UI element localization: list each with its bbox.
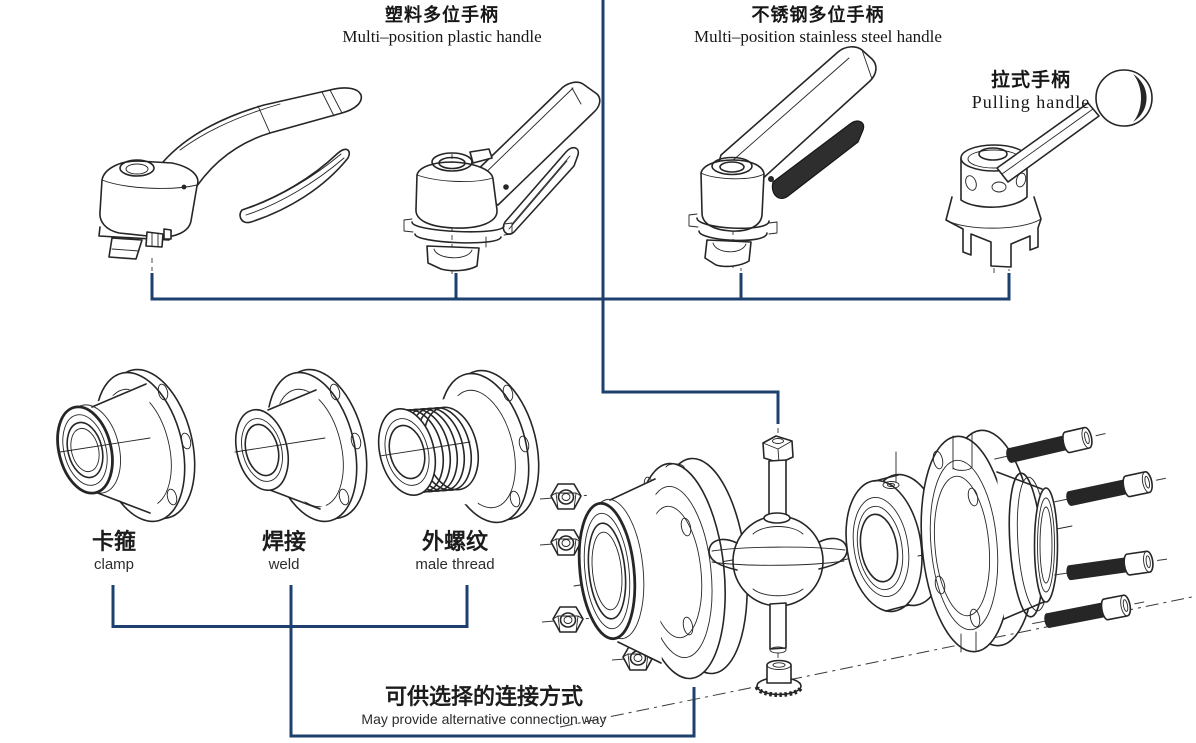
handle-centerline-drops	[151, 250, 1010, 271]
right-flange-body-drawing	[917, 429, 1073, 653]
exploded-valve-drawing	[539, 422, 1193, 728]
clamp-ferrule-drawing	[56, 368, 196, 523]
plastic-handle-small-drawing	[403, 81, 601, 274]
clamp-label-zh: 卡箍	[91, 529, 136, 554]
footer-label-en: May provide alternative connection way	[361, 711, 607, 728]
plastic-handle-label: 塑料多位手柄 Multi–position plastic handle	[282, 5, 602, 46]
pulling-handle-label-en: Pulling handle	[971, 91, 1091, 112]
male-thread-connection-label: 外螺纹 male thread	[390, 529, 520, 574]
male-thread-ferrule-drawing	[377, 369, 540, 524]
connector-lines	[111, 0, 1011, 738]
pulling-handle-label: 拉式手柄 Pulling handle	[921, 70, 1141, 113]
clamp-label-en: clamp	[93, 556, 134, 574]
clamp-connection-label: 卡箍 clamp	[49, 529, 179, 574]
weld-label-en: weld	[268, 556, 300, 574]
seat-ring-drawing	[842, 451, 949, 613]
weld-label-zh: 焊接	[261, 529, 306, 554]
stem-and-disc-drawing	[708, 428, 848, 658]
pulling-handle-label-zh: 拉式手柄	[990, 70, 1071, 91]
left-flange-body-drawing	[573, 457, 758, 680]
male-thread-label-zh: 外螺纹	[421, 529, 488, 554]
footer-label-zh: 可供选择的连接方式	[384, 684, 583, 709]
stainless-handle-label-zh: 不锈钢多位手柄	[751, 5, 885, 25]
stainless-handle-label: 不锈钢多位手柄 Multi–position stainless steel h…	[635, 5, 1001, 46]
stainless-handle-label-en: Multi–position stainless steel handle	[694, 26, 942, 46]
stainless-handle-drawing	[688, 46, 877, 268]
weld-connection-label: 焊接 weld	[219, 529, 349, 574]
assembly-axis-centerline	[559, 596, 1193, 728]
stem-lock-nut-drawing	[754, 659, 804, 697]
male-thread-label-en: male thread	[415, 556, 495, 574]
pulling-handle-drawing	[945, 69, 1153, 276]
plastic-handle-label-zh: 塑料多位手柄	[385, 5, 499, 25]
weld-ferrule-drawing	[234, 368, 368, 523]
plastic-handle-label-en: Multi–position plastic handle	[342, 26, 542, 46]
alternative-connection-footer-label: 可供选择的连接方式 May provide alternative connec…	[314, 684, 654, 727]
plastic-handle-large-drawing	[98, 87, 363, 260]
